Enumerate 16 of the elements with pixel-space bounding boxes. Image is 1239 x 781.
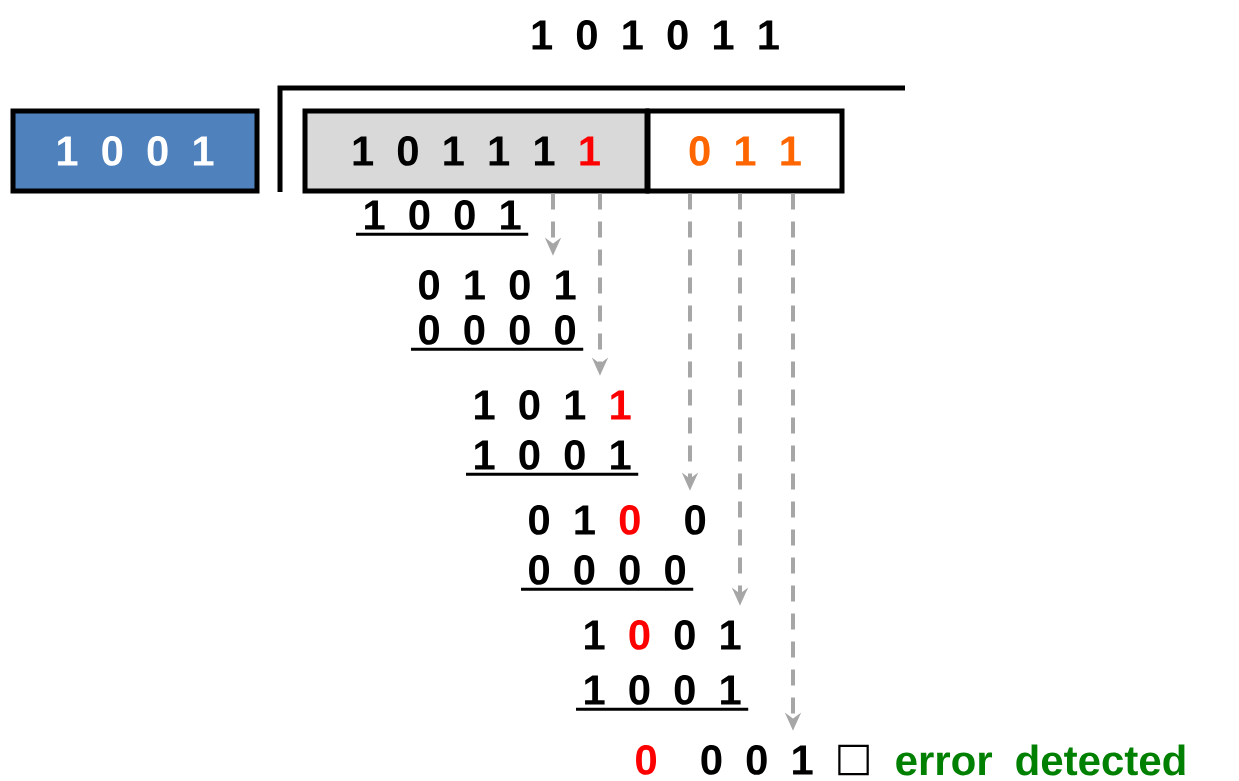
binary-number: 1 0 0 1 [585,620,741,650]
underlined-number: 1 0 0 1 [576,675,749,711]
dividend-box: 1 0 1 1 1 1 [302,108,650,194]
underlined-number: 0 0 0 0 [521,555,694,591]
quotient-number: 1 0 1 0 1 1 [532,20,779,50]
remainder-box: 0 1 1 [645,108,845,194]
binary-number: 0 0 0 1 [636,745,813,775]
binary-number: 0 1 0 0 [529,505,706,535]
box-symbol: □ [838,744,869,776]
underlined-number: 1 0 0 1 [356,200,529,236]
status-text: error detected [896,744,1185,776]
underlined-number: 0 0 0 0 [411,315,584,351]
divisor-box: 1 0 0 1 [10,108,260,194]
binary-number: 0 1 0 1 [419,270,576,300]
underlined-number: 1 0 0 1 [466,440,639,476]
binary-number: 1 0 1 1 [475,390,631,420]
